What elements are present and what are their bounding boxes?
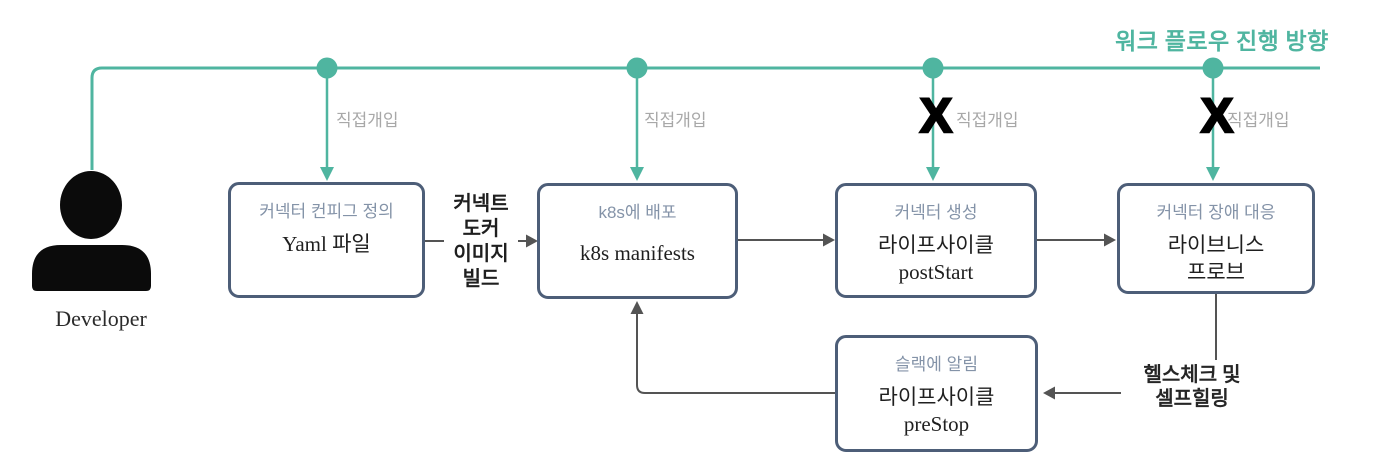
box-body-line: preStop <box>903 412 970 436</box>
box-k8s-deploy: k8s에 배포 k8s manifests <box>537 183 738 299</box>
arrow-create-to-failure <box>1037 233 1116 247</box>
edge-label-line: 도커 <box>462 218 500 240</box>
arrow-deploy-to-create <box>738 233 835 247</box>
intervention-arrow-2 <box>630 68 644 181</box>
edge-label-healthcheck: 헬스체크 및 셀프힐링 <box>1130 363 1254 411</box>
blocked-x-mark-1: X <box>919 90 954 143</box>
box-connector-create: 커넥터 생성 라이프사이클 postStart <box>835 183 1037 298</box>
workflow-direction-line <box>90 66 1320 170</box>
box-connector-failure: 커넥터 장애 대응 라이브니스 프로브 <box>1117 183 1315 294</box>
box-body-line: 프로브 <box>1187 260 1245 284</box>
edge-label-line: 이미지 <box>453 243 509 265</box>
intervention-arrow-3 <box>926 68 940 181</box>
box-body-line: k8s manifests <box>580 241 695 265</box>
box-title: 커넥터 생성 <box>894 203 978 222</box>
edge-label-line: 셀프힐링 <box>1155 388 1229 410</box>
intervention-label-1: 직접개입 <box>336 111 399 130</box>
intervention-label-3: 직접개입 <box>956 111 1019 130</box>
intervention-label-2: 직접개입 <box>644 111 707 130</box>
box-slack-notify: 슬랙에 알림 라이프사이클 preStop <box>835 335 1038 452</box>
person-head <box>60 171 122 239</box>
edge-label-line: 빌드 <box>462 268 500 290</box>
blocked-x-mark-2: X <box>1200 90 1235 143</box>
developer-person-icon <box>32 171 151 291</box>
person-shoulders <box>32 245 151 291</box>
intervention-arrow-1 <box>320 68 334 181</box>
intervention-arrow-4 <box>1206 68 1220 181</box>
box-title: 슬랙에 알림 <box>895 355 978 374</box>
box-connector-config: 커넥터 컨피그 정의 Yaml 파일 <box>228 182 425 298</box>
box-body-line: 라이브니스 <box>1167 233 1265 257</box>
edge-label-docker-build: 커넥트 도커 이미지 빌드 <box>444 192 518 292</box>
developer-label: Developer <box>55 306 147 331</box>
edge-label-line: 헬스체크 및 <box>1143 364 1241 386</box>
arrow-prestop-to-deploy <box>630 301 835 394</box>
box-body-line: 라이프사이클 <box>878 233 994 257</box>
box-title: 커넥터 장애 대응 <box>1156 203 1276 222</box>
box-body-line: postStart <box>898 260 974 284</box>
intervention-label-4: 직접개입 <box>1227 111 1290 130</box>
arrow-healthcheck-to-prestop <box>1043 386 1121 400</box>
edge-label-line: 커넥트 <box>453 193 509 215</box>
workflow-direction-title: 워크 플로우 진행 방향 <box>1115 29 1329 54</box>
box-title: 커넥터 컨피그 정의 <box>259 202 394 221</box>
box-body-line: Yaml 파일 <box>282 232 371 256</box>
box-title: k8s에 배포 <box>598 203 677 222</box>
box-body-line: 라이프사이클 <box>878 385 995 409</box>
